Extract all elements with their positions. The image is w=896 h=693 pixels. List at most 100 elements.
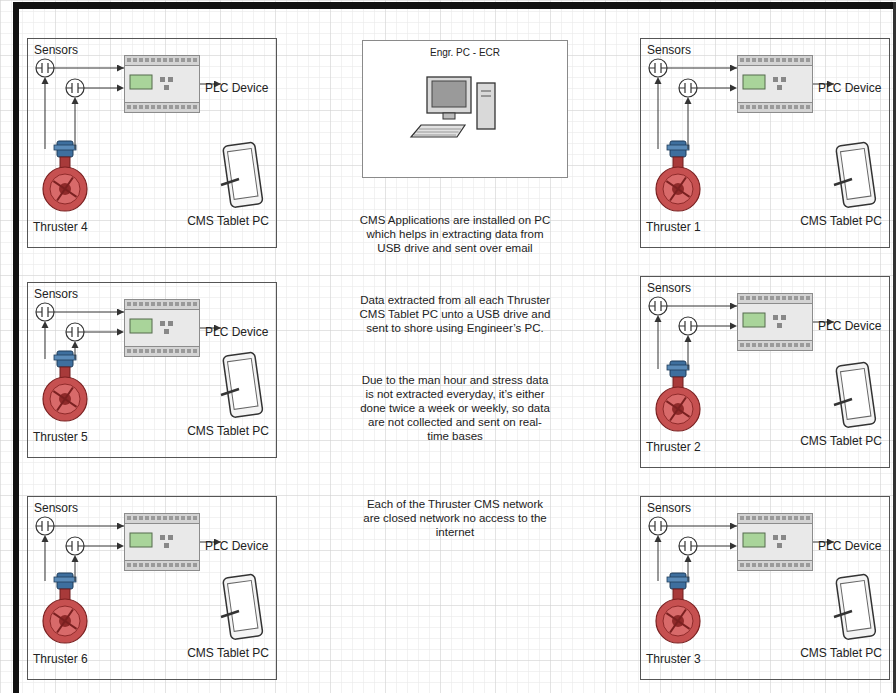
thruster-nozzle bbox=[43, 377, 87, 421]
plc-body bbox=[125, 514, 200, 571]
plc-button bbox=[773, 535, 778, 540]
propeller-blade bbox=[670, 409, 678, 421]
plc-terminal bbox=[746, 516, 750, 520]
plc-terminal bbox=[151, 302, 155, 306]
plc-terminal bbox=[794, 343, 798, 347]
sensor-bars bbox=[36, 63, 54, 73]
sensors-label: Sensors bbox=[34, 287, 78, 301]
propeller-blade bbox=[57, 399, 65, 411]
plc-terminal bbox=[139, 516, 143, 520]
plc-terminal bbox=[133, 349, 137, 353]
plc-button bbox=[164, 543, 169, 548]
plc-button bbox=[781, 315, 786, 320]
tablet-illustration bbox=[834, 573, 876, 643]
thruster-nozzle bbox=[656, 167, 700, 211]
thruster-figure bbox=[656, 361, 700, 431]
plc-terminal-strip bbox=[738, 514, 813, 524]
plc-terminal bbox=[181, 349, 185, 353]
plc-terminal bbox=[800, 343, 804, 347]
tablet-stylus bbox=[834, 611, 852, 617]
plc-terminal bbox=[746, 343, 750, 347]
arrowhead bbox=[42, 321, 49, 328]
plc-terminal bbox=[758, 296, 762, 300]
sensor-symbol bbox=[649, 59, 667, 77]
sensor-symbol bbox=[66, 79, 84, 97]
plc-illustration bbox=[124, 513, 200, 571]
sensor-group: Sensors bbox=[36, 303, 54, 321]
plc-terminal bbox=[133, 516, 137, 520]
tablet-stylus bbox=[221, 611, 239, 617]
thruster-ring bbox=[663, 174, 693, 204]
plc-terminal bbox=[145, 516, 149, 520]
plc-terminal bbox=[806, 516, 810, 520]
sensor-group: Sensors bbox=[649, 297, 667, 315]
sensor-wire bbox=[75, 561, 76, 581]
sensor-symbol bbox=[36, 517, 54, 535]
arrowhead bbox=[730, 323, 737, 330]
plc-terminal-strip bbox=[738, 56, 813, 66]
tablet-case bbox=[836, 362, 876, 428]
note-text: Data extracted from all each Thruster CM… bbox=[359, 293, 551, 335]
thruster-label: Thruster 6 bbox=[33, 652, 88, 666]
plc-terminal bbox=[770, 105, 774, 109]
propeller-blade bbox=[65, 177, 73, 189]
thruster-panel: SensorsPLC DeviceCMS Tablet PCThruster 2 bbox=[640, 276, 890, 468]
plc-terminal bbox=[175, 349, 179, 353]
tablet-illustration bbox=[834, 361, 876, 431]
connector bbox=[54, 526, 124, 527]
plc-terminal bbox=[740, 296, 744, 300]
plc-terminal bbox=[157, 302, 161, 306]
key-row bbox=[419, 129, 461, 130]
sensor-group: Sensors bbox=[36, 517, 54, 535]
plc-terminal bbox=[151, 516, 155, 520]
plc-terminal bbox=[175, 105, 179, 109]
plc-terminal bbox=[740, 563, 744, 567]
motor-flange bbox=[54, 355, 76, 360]
plc-label: PLC Device bbox=[818, 81, 881, 95]
plc-terminal bbox=[794, 563, 798, 567]
plc-body bbox=[738, 294, 813, 351]
tablet-label: CMS Tablet PC bbox=[187, 214, 269, 228]
plc-terminal bbox=[133, 302, 137, 306]
sensor-symbol bbox=[679, 537, 697, 555]
plc-body bbox=[738, 56, 813, 113]
tablet-illustration bbox=[834, 141, 876, 211]
keyboard bbox=[411, 125, 465, 137]
tablet-case bbox=[223, 142, 263, 208]
propeller-blade bbox=[53, 181, 65, 189]
key-row bbox=[414, 135, 456, 136]
plc-terminal bbox=[806, 563, 810, 567]
tablet-illustration bbox=[221, 141, 263, 211]
note-text: Each of the Thruster CMS network are clo… bbox=[359, 497, 551, 539]
tablet-label: CMS Tablet PC bbox=[187, 646, 269, 660]
plc-label: PLC Device bbox=[205, 539, 268, 553]
plc-terminal bbox=[776, 516, 780, 520]
arrowhead bbox=[72, 341, 79, 348]
pc-illustration bbox=[363, 41, 561, 179]
tablet-figure bbox=[836, 574, 876, 640]
plc-terminal bbox=[758, 343, 762, 347]
plc-button bbox=[781, 535, 786, 540]
plc-terminal-strip bbox=[125, 56, 200, 66]
sensor-wire bbox=[697, 326, 731, 327]
plc-illustration bbox=[737, 513, 813, 571]
tablet-case bbox=[836, 142, 876, 208]
plc-terminal bbox=[740, 516, 744, 520]
propeller-blade bbox=[670, 189, 678, 201]
plc-display bbox=[130, 75, 152, 89]
plc-terminal bbox=[776, 296, 780, 300]
frame-top bbox=[14, 2, 896, 9]
plc-terminal-strip bbox=[738, 103, 813, 113]
plc-terminal bbox=[181, 105, 185, 109]
sensor-illustration bbox=[36, 59, 54, 77]
cms-tablet: CMS Tablet PC bbox=[221, 141, 263, 211]
plc-display bbox=[743, 75, 765, 89]
plc-button bbox=[781, 77, 786, 82]
tablet-screen bbox=[227, 358, 257, 409]
plc-terminal bbox=[163, 302, 167, 306]
plc-device: PLC Device bbox=[124, 299, 200, 357]
plc-terminal bbox=[794, 296, 798, 300]
motor-flange bbox=[667, 145, 689, 150]
plc-terminal bbox=[181, 58, 185, 62]
